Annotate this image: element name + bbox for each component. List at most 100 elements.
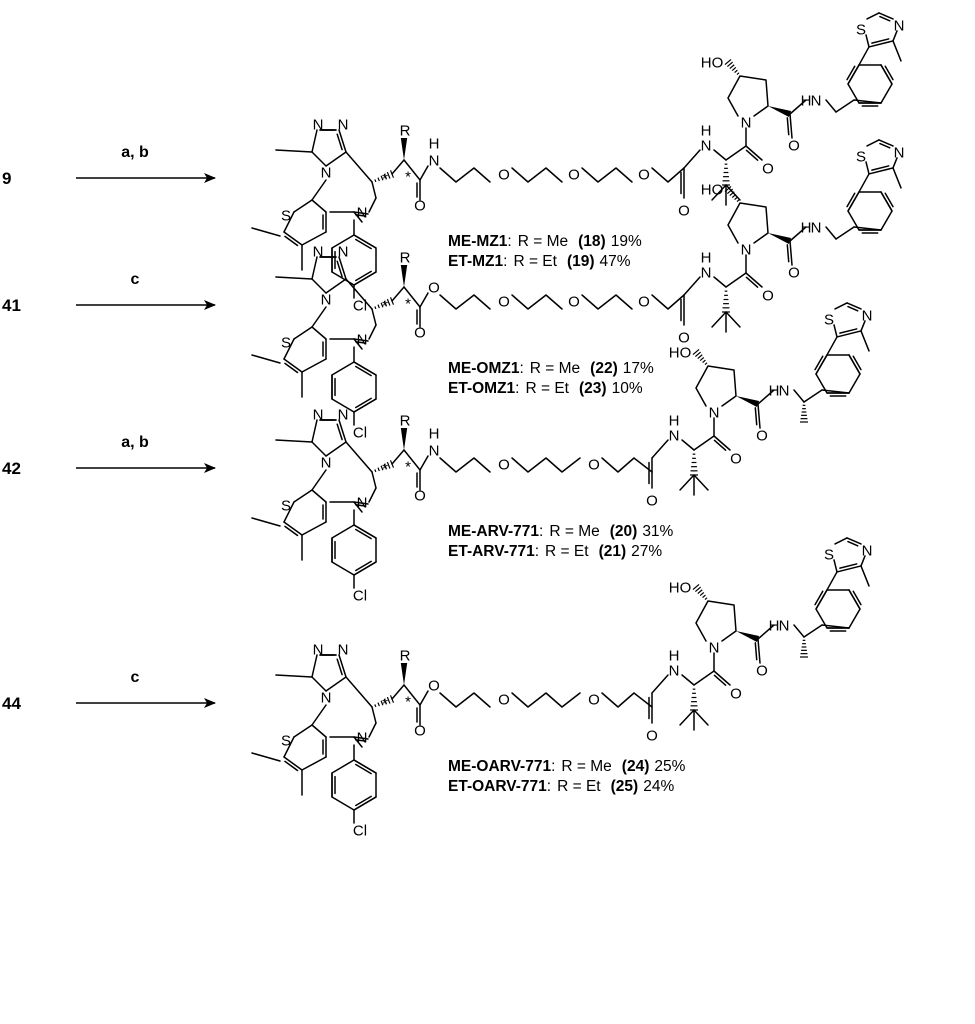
triazole-bond — [311, 278, 327, 294]
oxygen-atom: O — [678, 203, 690, 220]
wedge-bond — [768, 233, 792, 245]
tbutyl-bond — [711, 184, 727, 201]
hydrogen-atom: H — [769, 618, 780, 635]
thiazole-bond — [866, 139, 880, 147]
double-bond — [789, 113, 793, 139]
hash-bond — [383, 300, 387, 307]
hash-bond — [377, 467, 380, 472]
linker-bond — [511, 167, 563, 183]
pyrrolidine-bond — [727, 75, 769, 117]
hash-bond — [699, 356, 705, 362]
oxygen-atom: O — [568, 167, 580, 184]
bond — [825, 99, 837, 113]
nitrogen-atom: N — [357, 332, 368, 349]
compound-number: (19) — [567, 253, 595, 270]
caption-separator: : — [503, 253, 507, 270]
bond — [757, 389, 775, 405]
triazole-bond — [311, 151, 327, 167]
diazepine-bond — [311, 306, 327, 328]
double-bond — [284, 362, 299, 374]
double-bond — [745, 149, 759, 161]
compound-number: (21) — [599, 543, 627, 560]
diazepine-bond — [311, 724, 327, 738]
hash-bond — [726, 188, 734, 195]
double-bond — [354, 504, 367, 507]
product-name: ET-ARV-771 — [448, 543, 535, 560]
oxygen-atom: O — [646, 728, 658, 745]
wedge-bond — [400, 663, 408, 685]
wedge-bond — [736, 396, 760, 408]
methyl-bond — [892, 40, 902, 62]
oxygen-atom: O — [788, 265, 800, 282]
triazole-bond — [311, 654, 318, 678]
methyl-bond — [251, 354, 281, 364]
nitrogen-atom: N — [741, 115, 752, 132]
double-bond — [815, 589, 828, 610]
product-name: ET-OARV-771 — [448, 778, 547, 795]
double-bond — [353, 398, 377, 413]
double-bond — [847, 191, 860, 212]
double-bond — [879, 15, 891, 22]
triazole-bond — [325, 151, 347, 167]
r-group-assignment: R = Et — [557, 778, 601, 795]
starting-material-number: 42 — [2, 459, 21, 478]
bond — [391, 159, 405, 175]
bond — [403, 684, 421, 706]
caption-separator: : — [519, 360, 523, 377]
compound-number: (22) — [590, 360, 618, 377]
triazole-bond — [311, 441, 327, 457]
diazepine-bond — [371, 181, 377, 199]
double-bond — [868, 167, 894, 175]
double-bond — [353, 796, 377, 811]
thiazole-bond — [834, 537, 848, 545]
triazole-bond — [311, 256, 318, 280]
thiophene-bond — [283, 501, 295, 523]
double-bond — [847, 64, 860, 85]
diazepine-bond — [311, 704, 327, 726]
triazole-bond — [311, 676, 327, 692]
diazepine-bond — [371, 471, 377, 489]
linker-bond — [511, 457, 581, 473]
tbutyl-bond — [679, 709, 695, 726]
phenyl-bond — [331, 759, 377, 811]
double-bond — [745, 272, 763, 288]
nitrogen-atom: N — [811, 220, 822, 237]
tbutyl-bond — [679, 474, 695, 491]
compound-number: (18) — [578, 233, 606, 250]
double-bond — [846, 65, 856, 81]
double-bond — [846, 537, 862, 545]
wedge-bond — [736, 631, 760, 643]
hash-bond — [731, 66, 737, 72]
bond — [713, 276, 727, 288]
reagent-label: c — [131, 669, 140, 686]
double-bond — [814, 590, 824, 606]
double-bond — [836, 565, 862, 573]
double-bond — [880, 64, 893, 85]
bond — [391, 286, 405, 302]
bond — [419, 165, 429, 181]
oxygen-atom: O — [638, 167, 650, 184]
r-group-label: R — [400, 123, 411, 140]
thiophene-bond — [283, 736, 295, 758]
nitrogen-atom: N — [709, 405, 720, 422]
methyl-bond — [251, 517, 281, 527]
tbutyl-bond — [711, 311, 727, 328]
diazepine-bond — [311, 469, 327, 491]
diazepine-bond — [345, 676, 373, 708]
oxygen-atom: O — [498, 167, 510, 184]
linker-bond — [601, 692, 653, 708]
oxygen-atom: O — [414, 198, 426, 215]
linker-bond — [651, 167, 685, 183]
phenyl-bond — [815, 354, 861, 394]
r-group-assignment: R = Et — [545, 543, 589, 560]
double-bond — [353, 234, 377, 249]
oxygen-atom: O — [678, 330, 690, 347]
yield-value: 24% — [643, 778, 674, 795]
product-name: ET-OMZ1 — [448, 380, 516, 397]
hash-bond — [377, 702, 380, 707]
linker-bond — [439, 167, 491, 183]
nitrogen-atom: N — [779, 618, 790, 635]
double-bond — [879, 142, 891, 149]
double-bond — [353, 361, 377, 376]
bond — [391, 449, 405, 465]
